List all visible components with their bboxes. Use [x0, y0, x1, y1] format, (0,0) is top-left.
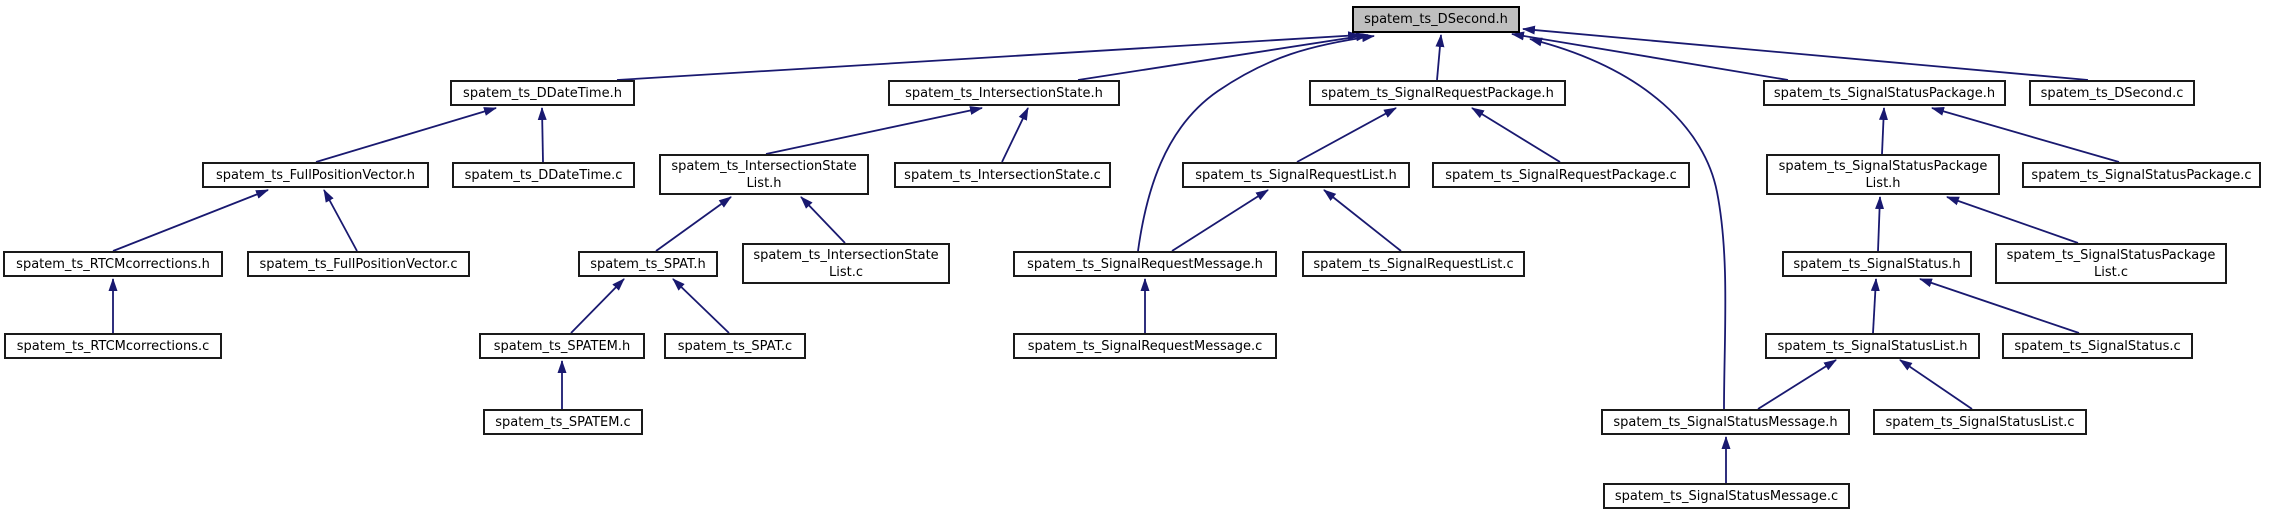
edge-signalstatusmessage-h-to-dsecond-h: [1529, 37, 1727, 410]
node-spat-h[interactable]: spatem_ts_SPAT.h: [578, 251, 718, 277]
node-label: spatem_ts_DDateTime.c: [464, 167, 623, 183]
node-label: spatem_ts_SignalStatus.c: [2014, 338, 2181, 354]
edge-fullpositionvector-h-to-ddatetime-h: [315, 107, 497, 163]
node-label: spatem_ts_FullPositionVector.h: [215, 167, 416, 183]
edge-signalstatusmessage-h-to-signalstatuslist-h: [1757, 359, 1837, 410]
edge-signalstatuslist-c-to-signalstatuslist-h: [1899, 359, 1973, 410]
node-intersectionstate-h[interactable]: spatem_ts_IntersectionState.h: [888, 80, 1120, 106]
node-ddatetime-c[interactable]: spatem_ts_DDateTime.c: [452, 162, 635, 188]
node-spat-c[interactable]: spatem_ts_SPAT.c: [664, 333, 806, 359]
edge-signalstatus-c-to-signalstatus-h: [1919, 278, 2080, 334]
node-spatem-h[interactable]: spatem_ts_SPATEM.h: [479, 333, 645, 359]
node-label: spatem_ts_DSecond.c: [2040, 85, 2184, 101]
edge-intersectionstate-c-to-intersectionstate-h: [1001, 107, 1029, 163]
edge-rtcmcorrections-h-to-fullpositionvector-h: [112, 189, 269, 252]
node-label: spatem_ts_IntersectionState.c: [904, 167, 1101, 183]
edge-fullpositionvector-c-to-fullpositionvector-h: [323, 189, 358, 252]
node-label: spatem_ts_SignalStatusPackage.h: [1773, 85, 1996, 101]
node-rtcmcorrections-h[interactable]: spatem_ts_RTCMcorrections.h: [3, 251, 223, 277]
edge-signalrequestpackage-c-to-signalrequestpackage-h: [1471, 107, 1561, 163]
node-signalstatusmessage-c[interactable]: spatem_ts_SignalStatusMessage.c: [1603, 483, 1850, 509]
node-label: spatem_ts_SPAT.c: [677, 338, 793, 354]
edge-ddatetime-h-to-dsecond-h: [616, 31, 1361, 81]
edge-intersectionstate-h-to-dsecond-h: [1077, 32, 1369, 81]
node-intersectionstate-c[interactable]: spatem_ts_IntersectionState.c: [894, 162, 1111, 188]
node-signalstatuspackage-h[interactable]: spatem_ts_SignalStatusPackage.h: [1763, 80, 2006, 106]
edge-spatem-h-to-spat-h: [570, 278, 625, 334]
node-label: spatem_ts_SignalRequestList.c: [1313, 256, 1514, 272]
node-signalstatus-c[interactable]: spatem_ts_SignalStatus.c: [2002, 333, 2193, 359]
edge-spat-c-to-spat-h: [672, 278, 730, 334]
node-signalstatuspackage-c[interactable]: spatem_ts_SignalStatusPackage.c: [2022, 162, 2261, 188]
node-signalrequestpackage-h[interactable]: spatem_ts_SignalRequestPackage.h: [1309, 80, 1566, 106]
node-label: spatem_ts_SignalRequestMessage.h: [1027, 256, 1263, 272]
node-label: spatem_ts_DDateTime.h: [463, 85, 622, 101]
node-label: spatem_ts_SPATEM.h: [493, 338, 631, 354]
node-label: spatem_ts_SPAT.h: [590, 256, 706, 272]
edge-signalrequestmessage-h-to-dsecond-h: [1137, 33, 1375, 252]
edge-signalstatuspackagelist-c-to-signalstatuspackagelist-h: [1946, 196, 2079, 244]
node-label: spatem_ts_SignalRequestMessage.c: [1027, 338, 1263, 354]
node-label: spatem_ts_SignalStatusMessage.c: [1614, 488, 1839, 504]
node-label: spatem_ts_SignalStatusList.c: [1885, 414, 2075, 430]
node-signalrequestmessage-h[interactable]: spatem_ts_SignalRequestMessage.h: [1013, 251, 1277, 277]
node-signalrequestpackage-c[interactable]: spatem_ts_SignalRequestPackage.c: [1432, 162, 1690, 188]
node-label: spatem_ts_SignalStatusPackage List.h: [1778, 158, 1988, 191]
node-signalstatusmessage-h[interactable]: spatem_ts_SignalStatusMessage.h: [1601, 409, 1850, 435]
node-label: spatem_ts_SignalStatusPackage.c: [2031, 167, 2252, 183]
node-label: spatem_ts_FullPositionVector.c: [259, 256, 458, 272]
node-label: spatem_ts_SignalStatusMessage.h: [1613, 414, 1838, 430]
node-signalrequestlist-c[interactable]: spatem_ts_SignalRequestList.c: [1302, 251, 1525, 277]
node-label: spatem_ts_SignalRequestPackage.h: [1321, 85, 1554, 101]
edge-signalstatus-h-to-signalstatuspackagelist-h: [1875, 196, 1885, 252]
edge-intersectionstatelist-h-to-intersectionstate-h: [765, 106, 983, 155]
node-rtcmcorrections-c[interactable]: spatem_ts_RTCMcorrections.c: [4, 333, 222, 359]
node-signalrequestmessage-c[interactable]: spatem_ts_SignalRequestMessage.c: [1013, 333, 1277, 359]
edge-signalstatuspackage-h-to-dsecond-h: [1511, 31, 1789, 81]
node-label: spatem_ts_SignalRequestList.h: [1195, 167, 1397, 183]
node-label: spatem_ts_IntersectionState.h: [905, 85, 1103, 101]
node-ddatetime-h[interactable]: spatem_ts_DDateTime.h: [450, 80, 635, 106]
edge-dsecond-c-to-dsecond-h: [1522, 25, 2089, 81]
node-signalstatuslist-h[interactable]: spatem_ts_SignalStatusList.h: [1765, 333, 1980, 359]
edge-spat-h-to-intersectionstatelist-h: [655, 196, 732, 252]
node-label: spatem_ts_RTCMcorrections.h: [16, 256, 210, 272]
node-signalstatus-h[interactable]: spatem_ts_SignalStatus.h: [1782, 251, 1972, 277]
node-signalstatuspackagelist-h[interactable]: spatem_ts_SignalStatusPackage List.h: [1766, 154, 2000, 195]
edge-signalrequestlist-c-to-signalrequestlist-h: [1323, 189, 1402, 252]
node-label: spatem_ts_DSecond.h: [1364, 12, 1508, 27]
node-intersectionstatelist-c[interactable]: spatem_ts_IntersectionState List.c: [742, 243, 950, 284]
node-label: spatem_ts_IntersectionState List.h: [671, 158, 857, 191]
node-dsecond-h[interactable]: spatem_ts_DSecond.h: [1352, 6, 1520, 33]
node-signalrequestlist-h[interactable]: spatem_ts_SignalRequestList.h: [1182, 162, 1410, 188]
node-intersectionstatelist-h[interactable]: spatem_ts_IntersectionState List.h: [659, 154, 869, 195]
node-spatem-c[interactable]: spatem_ts_SPATEM.c: [483, 409, 643, 435]
edge-signalstatuspackagelist-h-to-signalstatuspackage-h: [1878, 107, 1888, 155]
edge-signalstatuspackage-c-to-signalstatuspackage-h: [1931, 107, 2120, 163]
edge-intersectionstatelist-c-to-intersectionstatelist-h: [800, 196, 846, 244]
node-label: spatem_ts_SignalStatusList.h: [1777, 338, 1968, 354]
node-label: spatem_ts_SignalStatus.h: [1793, 256, 1961, 272]
node-signalstatuslist-c[interactable]: spatem_ts_SignalStatusList.c: [1873, 409, 2087, 435]
node-signalstatuspackagelist-c[interactable]: spatem_ts_SignalStatusPackage List.c: [1995, 243, 2227, 284]
edge-ddatetime-c-to-ddatetime-h: [537, 107, 547, 163]
node-fullpositionvector-c[interactable]: spatem_ts_FullPositionVector.c: [247, 251, 470, 277]
edge-signalstatuslist-h-to-signalstatus-h: [1870, 278, 1880, 334]
node-label: spatem_ts_SignalRequestPackage.c: [1445, 167, 1677, 183]
edge-signalrequestpackage-h-to-dsecond-h: [1435, 34, 1445, 81]
edge-signalrequestmessage-h-to-signalrequestlist-h: [1171, 189, 1269, 252]
node-label: spatem_ts_IntersectionState List.c: [753, 247, 939, 280]
node-fullpositionvector-h[interactable]: spatem_ts_FullPositionVector.h: [202, 162, 429, 188]
node-dsecond-c[interactable]: spatem_ts_DSecond.c: [2029, 80, 2195, 106]
node-label: spatem_ts_SignalStatusPackage List.c: [2006, 247, 2216, 280]
edge-signalrequestlist-h-to-signalrequestpackage-h: [1296, 107, 1397, 163]
node-label: spatem_ts_RTCMcorrections.c: [16, 338, 210, 354]
node-label: spatem_ts_SPATEM.c: [495, 414, 631, 430]
